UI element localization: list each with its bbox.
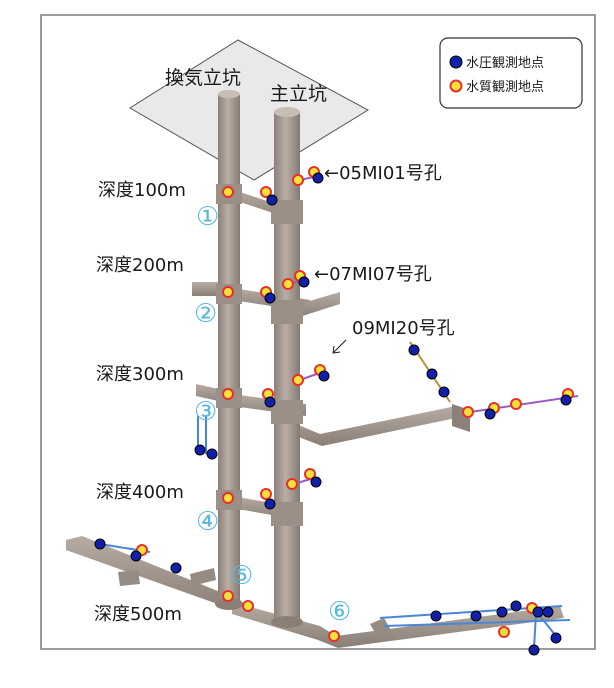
quality-point <box>222 590 234 602</box>
pressure-point <box>310 476 322 488</box>
legend-pressure-label: 水圧観測地点 <box>466 56 544 71</box>
quality-point <box>286 478 298 490</box>
pressure-point <box>264 396 276 408</box>
pressure-point <box>298 276 310 288</box>
pressure-point <box>532 606 544 618</box>
pressure-point <box>194 444 206 456</box>
depth-500-label: 深度500m <box>94 604 182 625</box>
tunnel-300m-extension <box>296 406 456 446</box>
legend-quality-marker <box>449 79 463 93</box>
borehole-09MI20-label: 09MI20号孔 <box>352 318 455 339</box>
pressure-point <box>550 632 562 644</box>
station-1: ① <box>196 202 219 232</box>
station-4: ④ <box>196 507 219 537</box>
pressure-point <box>264 292 276 304</box>
quality-point <box>222 492 234 504</box>
pressure-point <box>496 606 508 618</box>
pressure-point <box>94 538 106 550</box>
pressure-point <box>470 610 482 622</box>
depth-300-label: 深度300m <box>96 364 184 385</box>
legend: 水圧観測地点 水質観測地点 <box>439 37 583 109</box>
borehole-09MI20-arrow <box>333 339 347 353</box>
pressure-point <box>542 606 554 618</box>
ground-surface-plane <box>129 39 370 181</box>
quality-point <box>282 278 294 290</box>
station-2: ② <box>194 299 217 329</box>
quality-point <box>242 600 254 612</box>
quality-point <box>462 406 474 418</box>
tunnel-500m-stub <box>118 570 140 586</box>
pressure-point <box>170 562 182 574</box>
tunnel-500m-bottom <box>232 602 564 648</box>
station-3: ③ <box>194 397 217 427</box>
borehole-labels: ←05MI01号孔 ←07MI07号孔 09MI20号孔 <box>314 163 455 354</box>
depth-400-label: 深度400m <box>96 482 184 503</box>
quality-point <box>498 626 510 638</box>
pressure-point <box>528 644 540 656</box>
depth-200-label: 深度200m <box>96 255 184 276</box>
pressure-point <box>206 448 218 460</box>
quality-point <box>260 488 272 500</box>
ventilation-shaft-label: 換気立坑 <box>165 67 241 89</box>
quality-point <box>260 186 272 198</box>
quality-point <box>222 286 234 298</box>
pressure-point <box>438 386 450 398</box>
tunnel-200m-right <box>296 292 340 318</box>
quality-point <box>222 186 234 198</box>
borehole-07MI07-label: ←07MI07号孔 <box>314 264 432 285</box>
legend-quality-label: 水質観測地点 <box>466 80 544 95</box>
station-numbers: ① ② ③ ④ ⑤ ⑥ <box>194 202 351 627</box>
tunnel-500m-left <box>66 536 240 612</box>
main-shaft <box>271 107 303 628</box>
quality-point <box>328 630 340 642</box>
tunnel-500m-branch <box>370 618 392 638</box>
quality-point <box>222 388 234 400</box>
quality-point <box>292 174 304 186</box>
station-6: ⑥ <box>328 597 351 627</box>
quality-point <box>304 468 316 480</box>
pressure-point <box>510 600 522 612</box>
pressure-point <box>430 610 442 622</box>
legend-pressure-marker <box>449 55 463 69</box>
pressure-point <box>408 344 420 356</box>
labels: 換気立坑 主立坑 深度100m 深度200m 深度300m 深度400m 深度5… <box>94 67 327 625</box>
pressure-point <box>312 172 324 184</box>
water-pressure-points <box>94 172 572 656</box>
tunnel-500m-stub2 <box>190 568 216 586</box>
pressure-point <box>266 194 278 206</box>
station-5: ⑤ <box>230 561 253 591</box>
pressure-point <box>318 370 330 382</box>
main-shaft-label: 主立坑 <box>270 83 327 105</box>
depth-100-label: 深度100m <box>98 180 186 201</box>
pressure-point <box>264 498 276 510</box>
quality-point <box>510 398 522 410</box>
pressure-point <box>560 394 572 406</box>
pressure-point <box>426 368 438 380</box>
legend-box <box>439 37 583 109</box>
pressure-point <box>130 550 142 562</box>
borehole-09MI20-arrowhead <box>332 345 341 354</box>
quality-point <box>292 374 304 386</box>
pressure-point <box>484 408 496 420</box>
borehole-05MI01-label: ←05MI01号孔 <box>324 163 442 184</box>
